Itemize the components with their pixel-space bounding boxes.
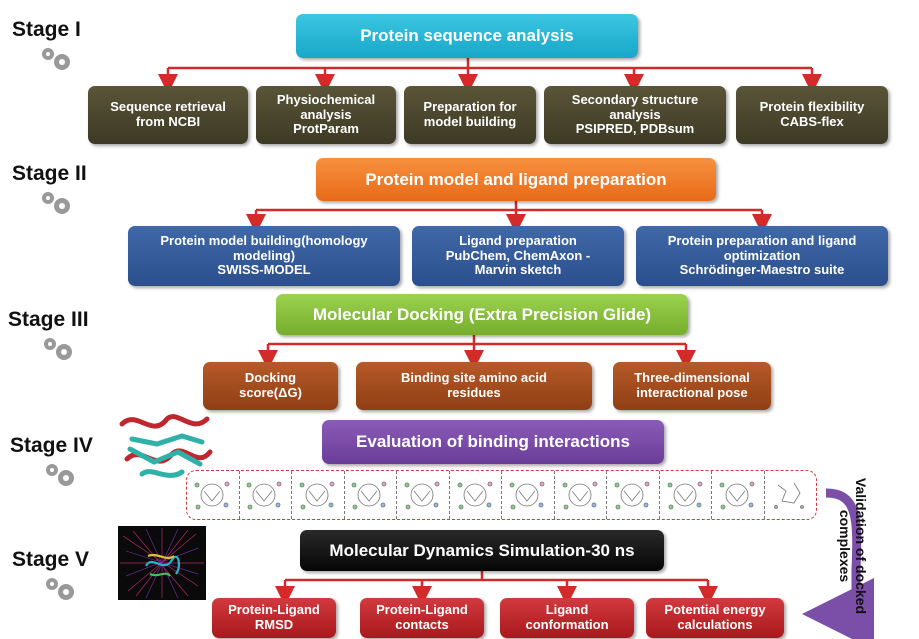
- molecular-docking-box: Molecular Docking (Extra Precision Glide…: [276, 294, 688, 335]
- interaction-diagram-thumbnail: [187, 471, 240, 519]
- gear-icon: [42, 48, 70, 70]
- interaction-diagram-thumbnail: [712, 471, 765, 519]
- protein-prep-ligand-optimization-box: Protein preparation and ligand optimizat…: [636, 226, 888, 286]
- interaction-diagram-thumbnail: [397, 471, 450, 519]
- secondary-structure-box: Secondary structure analysis PSIPRED, PD…: [544, 86, 726, 144]
- md-simulation-box: Molecular Dynamics Simulation-30 ns: [300, 530, 664, 571]
- binding-interactions-box: Evaluation of binding interactions: [322, 420, 664, 464]
- protein-sequence-analysis-box: Protein sequence analysis: [296, 14, 638, 58]
- gear-icon: [46, 464, 74, 486]
- protein-flexibility-box: Protein flexibility CABS-flex: [736, 86, 888, 144]
- stage-1-label: Stage I: [12, 18, 81, 41]
- docking-score-box: Docking score(ΔG): [203, 362, 338, 410]
- gear-icon: [44, 338, 72, 360]
- contacts-box: Protein-Ligand contacts: [360, 598, 484, 638]
- interaction-diagram-thumbnail: [292, 471, 345, 519]
- interaction-diagram-thumbnail: [450, 471, 502, 519]
- interaction-diagram-thumbnail: [502, 471, 555, 519]
- binding-site-residues-box: Binding site amino acid residues: [356, 362, 592, 410]
- homology-modeling-box: Protein model building(homology modeling…: [128, 226, 400, 286]
- stage-5-label: Stage V: [12, 548, 90, 571]
- protein-structure-image: [119, 414, 213, 478]
- interaction-diagrams-strip: [186, 470, 817, 520]
- sequence-retrieval-box: Sequence retrieval from NCBI: [88, 86, 248, 144]
- interaction-diagram-thumbnail: [660, 471, 712, 519]
- stage-3-label: Stage III: [8, 308, 89, 331]
- interaction-diagram-thumbnail: [240, 471, 292, 519]
- stage-4-label: Stage IV: [10, 434, 93, 457]
- gear-icon: [42, 192, 70, 214]
- gear-icon: [46, 578, 74, 600]
- model-building-prep-box: Preparation for model building: [404, 86, 536, 144]
- stage-2-label: Stage II: [12, 162, 87, 185]
- ligand-conformation-box: Ligand conformation: [500, 598, 634, 638]
- interaction-diagram-thumbnail: [555, 471, 607, 519]
- interaction-diagram-thumbnail: [607, 471, 660, 519]
- md-simulation-image: [118, 526, 206, 600]
- validation-docked-complexes-label: Validation of docked complexes: [837, 477, 869, 615]
- interaction-diagram-thumbnail: [345, 471, 397, 519]
- potential-energy-box: Potential energy calculations: [646, 598, 784, 638]
- rmsd-box: Protein-Ligand RMSD: [212, 598, 336, 638]
- physiochemical-analysis-box: Physiochemical analysis ProtParam: [256, 86, 396, 144]
- model-ligand-prep-box: Protein model and ligand preparation: [316, 158, 716, 201]
- interactional-pose-box: Three-dimensional interactional pose: [613, 362, 771, 410]
- interaction-diagram-thumbnail: [765, 471, 817, 519]
- ligand-preparation-box: Ligand preparation PubChem, ChemAxon - M…: [412, 226, 624, 286]
